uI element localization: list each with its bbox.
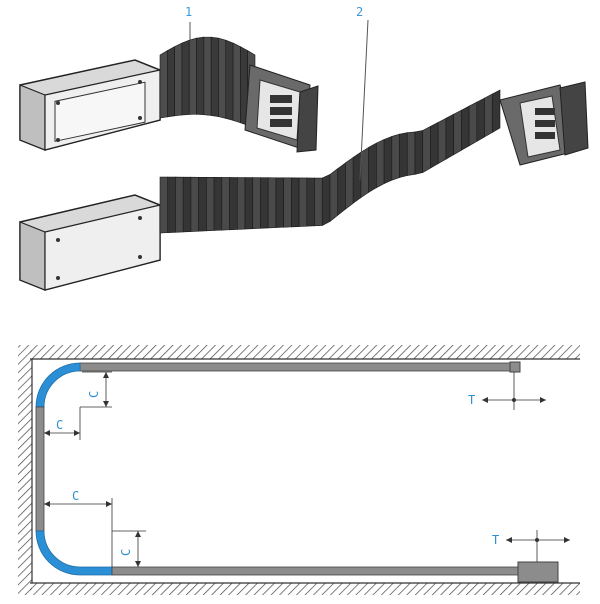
bottom-bend bbox=[35, 530, 113, 576]
chain-link bbox=[229, 177, 238, 231]
dim-c-top-vertical: C bbox=[80, 371, 112, 408]
chain-link bbox=[167, 176, 176, 233]
chain-bottom-run bbox=[111, 566, 521, 576]
travel-marker-top: T bbox=[468, 372, 546, 410]
chain-2-end-bracket bbox=[19, 194, 161, 291]
chain-link bbox=[314, 177, 323, 227]
chain-link bbox=[468, 101, 478, 147]
chain-link bbox=[188, 37, 197, 115]
callout-2: 2 bbox=[356, 5, 369, 181]
chain-link bbox=[190, 176, 199, 232]
chain-link bbox=[360, 146, 369, 199]
dim-c-top-vertical-label: C bbox=[87, 391, 101, 398]
chain-link bbox=[236, 177, 246, 230]
chain-link bbox=[206, 176, 215, 232]
chain-link bbox=[391, 133, 400, 181]
callout-2-label: 2 bbox=[356, 5, 363, 19]
chain-1-links bbox=[159, 36, 256, 129]
chain-link bbox=[306, 177, 315, 227]
chain-2-right-bracket bbox=[499, 81, 589, 166]
bottom-wall-hatch bbox=[30, 583, 580, 595]
chain-link bbox=[283, 177, 292, 228]
chain-link bbox=[182, 176, 192, 233]
chain-link bbox=[437, 117, 447, 165]
chain-link bbox=[484, 93, 493, 138]
chain-link bbox=[198, 176, 207, 232]
chain-link bbox=[345, 156, 354, 210]
top-bend bbox=[35, 362, 81, 408]
chain-link bbox=[476, 97, 485, 142]
chain-link bbox=[181, 39, 190, 116]
chain-link bbox=[406, 131, 416, 176]
chain-link bbox=[244, 177, 254, 230]
chain-link bbox=[383, 136, 393, 185]
chain-link bbox=[368, 142, 377, 193]
callout-1: 1 bbox=[185, 5, 192, 40]
chain-1-assembly bbox=[19, 36, 319, 153]
chain-link bbox=[225, 39, 234, 121]
chain-link bbox=[291, 177, 300, 228]
moving-end-top bbox=[509, 361, 521, 373]
chain-link bbox=[298, 177, 308, 227]
chain-link bbox=[221, 177, 230, 231]
chain-link bbox=[453, 109, 462, 156]
chain-link bbox=[461, 105, 470, 151]
left-wall-hatch bbox=[18, 345, 32, 595]
chain-1-end-bracket bbox=[19, 59, 161, 151]
travel-marker-top-label: T bbox=[468, 393, 475, 407]
fixed-end-bottom bbox=[517, 561, 559, 583]
chain-link bbox=[203, 36, 212, 116]
chain-2-assembly bbox=[19, 81, 589, 291]
chain-link bbox=[275, 177, 284, 228]
chain-link bbox=[175, 176, 184, 233]
chain-link bbox=[491, 89, 501, 133]
chain-link bbox=[252, 177, 261, 230]
chain-link bbox=[414, 130, 424, 175]
chain-link bbox=[167, 46, 175, 118]
callout-1-label: 1 bbox=[185, 5, 192, 19]
dim-c-bottom-horizontal-label: C bbox=[72, 489, 79, 503]
chain-link bbox=[267, 177, 277, 229]
chain-link bbox=[210, 36, 219, 118]
chain-link bbox=[399, 132, 408, 178]
dim-c-top-horizontal-label: C bbox=[56, 418, 63, 432]
chain-link bbox=[445, 113, 454, 160]
top-wall-hatch bbox=[30, 345, 580, 359]
chain-left-run bbox=[35, 406, 45, 532]
chain-link bbox=[213, 177, 223, 231]
chain-link bbox=[422, 125, 431, 174]
chain-link bbox=[218, 37, 227, 119]
dim-c-bottom-vertical: C bbox=[112, 530, 146, 567]
chain-link bbox=[232, 42, 241, 124]
chain-link bbox=[376, 139, 385, 189]
chain-1-right-bracket bbox=[244, 64, 319, 153]
chain-link bbox=[159, 50, 168, 119]
chain-link bbox=[337, 162, 346, 216]
chain-top-run bbox=[79, 362, 513, 372]
chain-link bbox=[196, 36, 205, 115]
chain-link bbox=[329, 168, 339, 223]
chain-link bbox=[260, 177, 269, 229]
chain-link bbox=[430, 121, 439, 169]
dim-c-bottom-vertical-label: C bbox=[119, 549, 133, 556]
travel-marker-bottom-label: T bbox=[492, 533, 499, 547]
schematic: C C C C bbox=[18, 345, 580, 595]
chain-link bbox=[321, 174, 331, 226]
chain-link bbox=[174, 42, 183, 117]
dim-c-bottom-horizontal: C bbox=[44, 489, 113, 567]
chain-link bbox=[159, 176, 169, 234]
dim-c-top-horizontal: C bbox=[44, 407, 81, 440]
chain-2-links bbox=[159, 89, 501, 234]
travel-marker-bottom: T bbox=[492, 530, 570, 562]
